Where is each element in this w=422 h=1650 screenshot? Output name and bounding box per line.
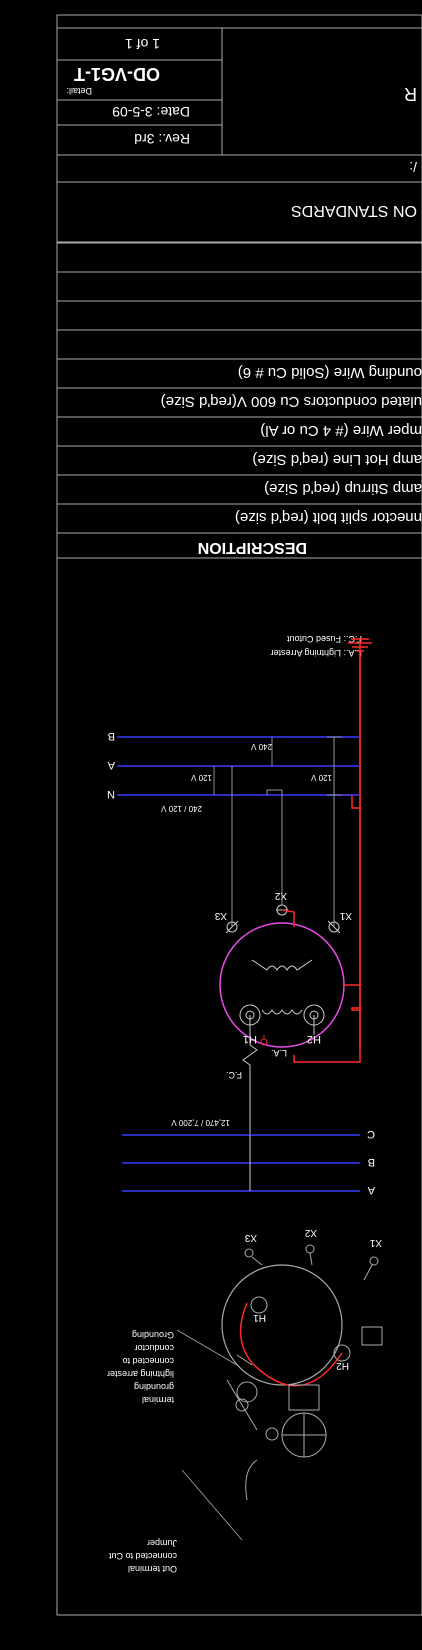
- callout-grounding-line-3: connected to: [122, 1356, 174, 1366]
- sheet-number: 1 of 1: [125, 36, 160, 52]
- label-pictorial-x3: X3: [244, 1232, 257, 1243]
- legend-fc: F.C.: Fused Cutout: [286, 634, 362, 644]
- transformer-schematic: H2 H1 X1 X2 X3: [214, 737, 360, 1048]
- description-row: ulated conductors Cu 600 V(req'd Size): [161, 393, 422, 410]
- detail-label: Detail:: [66, 86, 92, 96]
- label-primary-voltage: 12,470 / 7,200 V: [171, 1118, 230, 1127]
- label-x2: X2: [274, 890, 287, 901]
- callout-jumper-line-1: Jumper: [147, 1538, 177, 1548]
- rev-field: Rev.: 3rd: [134, 131, 190, 147]
- transformer-bracket: [361, 1326, 383, 1346]
- title-side-text-v: /:: [409, 159, 417, 175]
- label-240v: 240 V: [250, 742, 272, 751]
- label-primary-a: A: [367, 1184, 375, 1196]
- callout-jumper-line-3: Out terminal: [128, 1564, 177, 1574]
- callout-grounding: Grounding conductor connected to lightni…: [107, 1330, 174, 1405]
- transformer-pictorial: H2 H1 X1 X2 X3: [221, 1227, 383, 1501]
- callout-grounding-line-6: terminal: [142, 1395, 174, 1405]
- callout-jumper-line-2: connected to Cut: [108, 1551, 177, 1561]
- label-x1: X1: [339, 910, 352, 921]
- primary-jumper-red: [239, 1302, 343, 1387]
- cutout-and-arrester: [242, 1015, 268, 1135]
- callout-grounding-line-5: grounding: [134, 1382, 174, 1392]
- description-header: DESCRIPTION: [198, 539, 307, 556]
- label-x3: X3: [214, 910, 227, 921]
- label-la: L.A.: [271, 1048, 287, 1058]
- legend-la: L.A.: Lightning Arrester: [270, 648, 362, 658]
- label-secondary-b: B: [108, 730, 115, 742]
- description-row: mper Wire (# 4 Cu or Al): [260, 422, 422, 439]
- title-block: 1 of 1 OD-VG1-T Detail: Date: 3-5-09 Rev…: [57, 27, 422, 243]
- callout-grounding-line-2: conductor: [134, 1343, 174, 1353]
- description-row: amp Hot Line (req'd Size): [252, 451, 422, 468]
- label-pictorial-h2: H2: [336, 1360, 349, 1371]
- label-secondary-n: N: [107, 788, 115, 800]
- callout-grounding-line-4: lightning arrester: [107, 1369, 174, 1379]
- neutral-ground-jog: [342, 794, 360, 809]
- label-fc: F.C.: [226, 1070, 242, 1080]
- callout-leaders: [176, 1329, 243, 1541]
- description-row: amp Stirrup (req'd Size): [264, 480, 422, 497]
- standards-text: ON STANDARDS: [291, 202, 417, 219]
- label-pictorial-x2: X2: [304, 1227, 317, 1238]
- label-pictorial-h1: H1: [253, 1312, 266, 1323]
- ground-conductor-lower: [293, 650, 361, 1063]
- description-row: ounding Wire (Solid Cu # 6): [238, 364, 422, 381]
- label-pictorial-x1: X1: [369, 1237, 382, 1248]
- description-table: DESCRIPTION nnector split bolt (req'd si…: [57, 242, 422, 559]
- detail-code: OD-VG1-T: [74, 64, 160, 84]
- secondary-bus: B A N: [107, 730, 360, 800]
- ground-conductor: [351, 639, 361, 1050]
- label-h2: H2: [307, 1033, 321, 1045]
- label-system-voltage: 240 / 120 V: [160, 804, 202, 813]
- label-120v-right: 120 V: [310, 773, 332, 782]
- callout-grounding-line-1: Grounding: [132, 1330, 174, 1340]
- date-field: Date: 3-5-09: [112, 104, 190, 120]
- primary-bus: C B A 12,470 / 7,200 V: [122, 1118, 375, 1196]
- description-row: nnector split bolt (req'd size): [235, 509, 422, 526]
- callout-jumper: Jumper connected to Cut Out terminal: [108, 1538, 177, 1574]
- label-120v-left: 120 V: [190, 773, 212, 782]
- label-primary-c: C: [367, 1128, 375, 1140]
- sheet-frame: [56, 14, 422, 1616]
- label-primary-b: B: [368, 1156, 375, 1168]
- title-side-text-r: R: [404, 84, 417, 104]
- label-secondary-a: A: [107, 759, 115, 771]
- transformer-tank: [219, 922, 345, 1048]
